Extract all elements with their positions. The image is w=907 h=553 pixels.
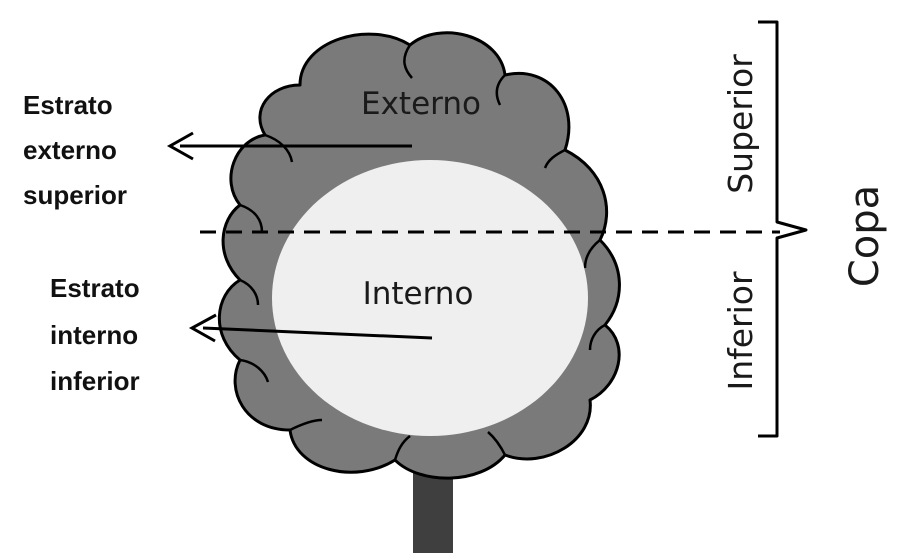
crown-lobe-lines [239,44,606,461]
label-upper-stratum-line-3: superior [23,180,127,210]
label-outer-zone: Externo [361,86,481,122]
label-inferior: Inferior [721,271,760,390]
label-superior: Superior [721,54,760,194]
label-lower-stratum-line-1: Estrato [50,273,140,303]
label-inner-zone: Interno [363,276,474,312]
label-upper-stratum-line-2: externo [23,135,117,165]
label-upper-stratum: Estrato externo superior [23,90,127,210]
arrow-upper-stratum [166,131,412,161]
label-lower-stratum: Estrato interno inferior [50,273,147,396]
arrow-lower-stratum [188,313,433,343]
label-upper-stratum-line-1: Estrato [23,90,113,120]
label-crown: Copa [842,185,888,287]
crown-bracket [758,20,808,438]
label-lower-stratum-line-2: interno [50,320,138,350]
label-lower-stratum-line-3: inferior [50,366,140,396]
inner-crown [272,160,588,436]
